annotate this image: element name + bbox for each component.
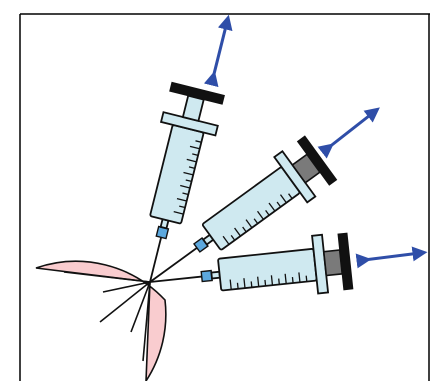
double-arrow-icon [213,22,227,78]
needle-fan [64,272,150,361]
scale-tick [279,279,280,285]
plunger-rod [324,250,342,276]
scale-tick [265,280,266,286]
figure-frame [20,14,430,381]
syringe-barrel [150,125,204,224]
syringe-icon [123,82,225,289]
plunger-rod [183,96,204,121]
double-arrow-icon [364,253,420,260]
scale-tick [292,277,293,283]
syringe-barrel [202,167,300,250]
syringe-barrel [218,249,317,291]
syringe-icon [147,232,353,311]
scale-tick [237,283,238,289]
scale-tick [251,281,252,287]
scale-tick [306,276,307,282]
double-arrow-icon [328,112,374,148]
